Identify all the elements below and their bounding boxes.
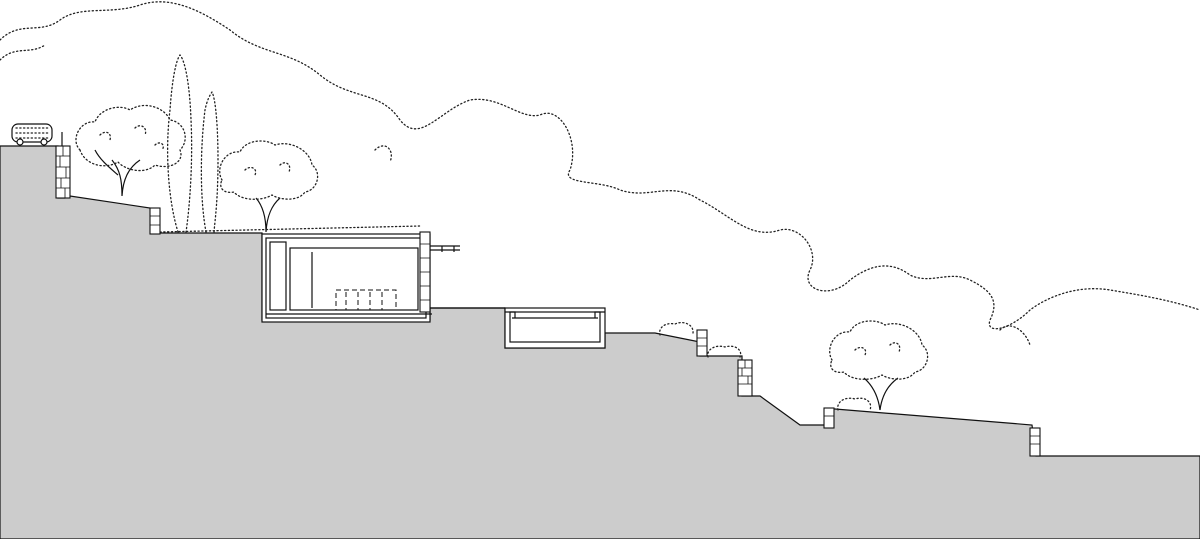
retaining-wall-sixth xyxy=(1029,427,1041,457)
background-canopy-outline xyxy=(0,1,1200,346)
retaining-wall-upper xyxy=(55,132,71,199)
olive-tree-right xyxy=(829,320,929,411)
cypress-tree-2 xyxy=(200,90,219,233)
retaining-wall-second xyxy=(149,207,161,235)
retaining-wall-fifth xyxy=(823,407,835,429)
retaining-wall-fourth xyxy=(737,359,753,397)
car xyxy=(11,123,53,146)
olive-tree-middle xyxy=(219,140,319,233)
shrub-1 xyxy=(659,321,694,336)
cypress-tree-1 xyxy=(166,53,193,233)
retaining-wall-third xyxy=(696,329,708,357)
house-section xyxy=(261,231,460,323)
shrub-3 xyxy=(837,397,872,411)
olive-tree-left xyxy=(75,104,186,197)
roof-grass xyxy=(159,225,421,233)
shrub-2 xyxy=(707,345,742,358)
pool-section xyxy=(504,307,606,349)
